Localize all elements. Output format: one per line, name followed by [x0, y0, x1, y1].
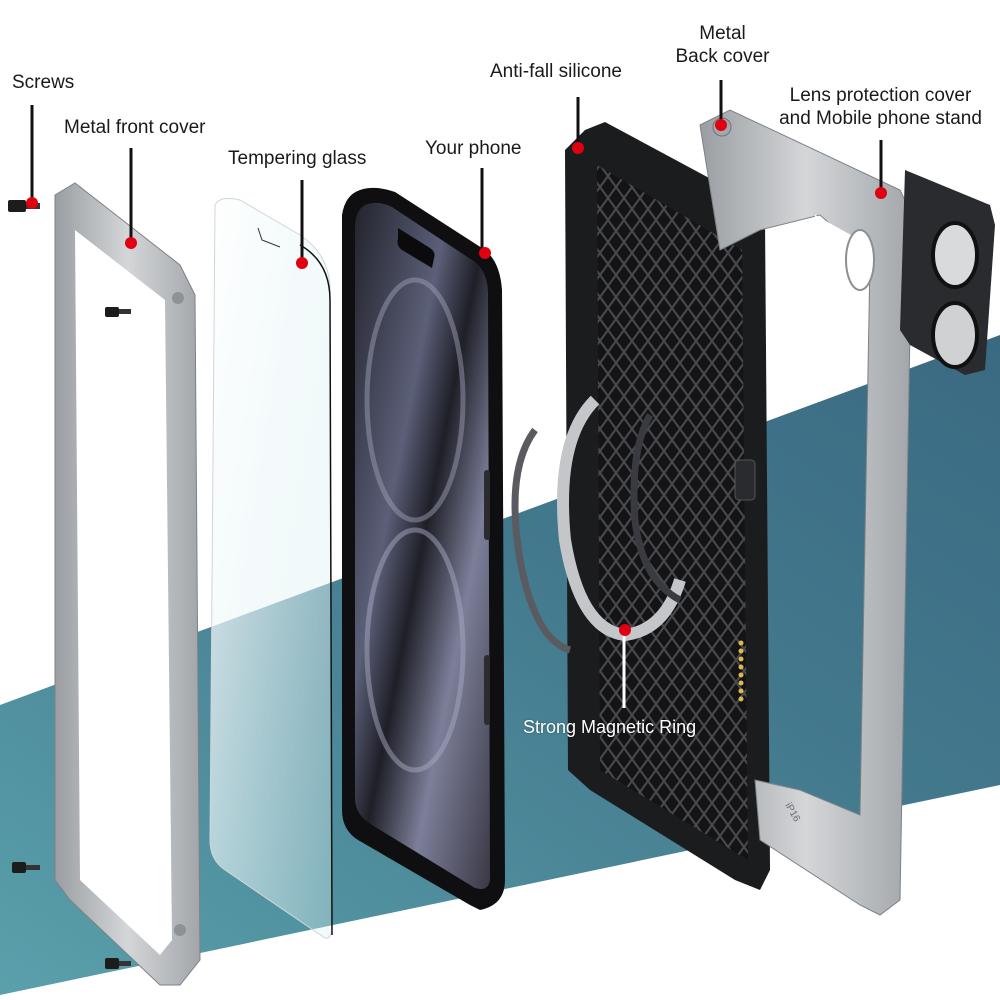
label-lens-protection: Lens protection cover and Mobile phone s…	[768, 84, 993, 130]
label-screws: Screws	[12, 72, 75, 93]
label-metal-front-cover: Metal front cover	[64, 117, 206, 138]
label-lens-protection-line2: and Mobile phone stand	[779, 108, 982, 129]
anti-fall-silicone	[565, 122, 770, 890]
label-tempering-glass: Tempering glass	[228, 148, 367, 169]
screws	[8, 200, 131, 969]
label-metal-back-cover-line1: Metal	[699, 23, 746, 44]
callout-dot-phone	[479, 247, 491, 259]
label-your-phone: Your phone	[425, 138, 522, 159]
label-metal-back-cover: Metal Back cover	[660, 22, 785, 68]
callout-dot-front-cover	[125, 237, 137, 249]
tempering-glass	[209, 197, 333, 939]
callout-dot-screws	[26, 197, 38, 209]
callout-dot-back-cover	[715, 119, 727, 131]
callout-dots	[26, 119, 887, 636]
lens-protection-cover	[900, 170, 995, 375]
callout-dot-lens	[875, 187, 887, 199]
callout-dot-magnetic-ring	[619, 624, 631, 636]
label-metal-back-cover-line2: Back cover	[675, 46, 770, 67]
label-anti-fall-silicone: Anti-fall silicone	[490, 61, 622, 82]
metal-front-cover	[54, 182, 201, 986]
label-magnetic-ring: Strong Magnetic Ring	[523, 717, 697, 737]
callout-lines	[30, 80, 883, 708]
callout-dot-glass	[296, 257, 308, 269]
pogo-pins	[738, 640, 744, 702]
magnetic-ring	[511, 395, 686, 654]
callout-dot-silicone	[572, 142, 584, 154]
label-lens-protection-line1: Lens protection cover	[789, 85, 972, 106]
phone	[342, 187, 505, 910]
